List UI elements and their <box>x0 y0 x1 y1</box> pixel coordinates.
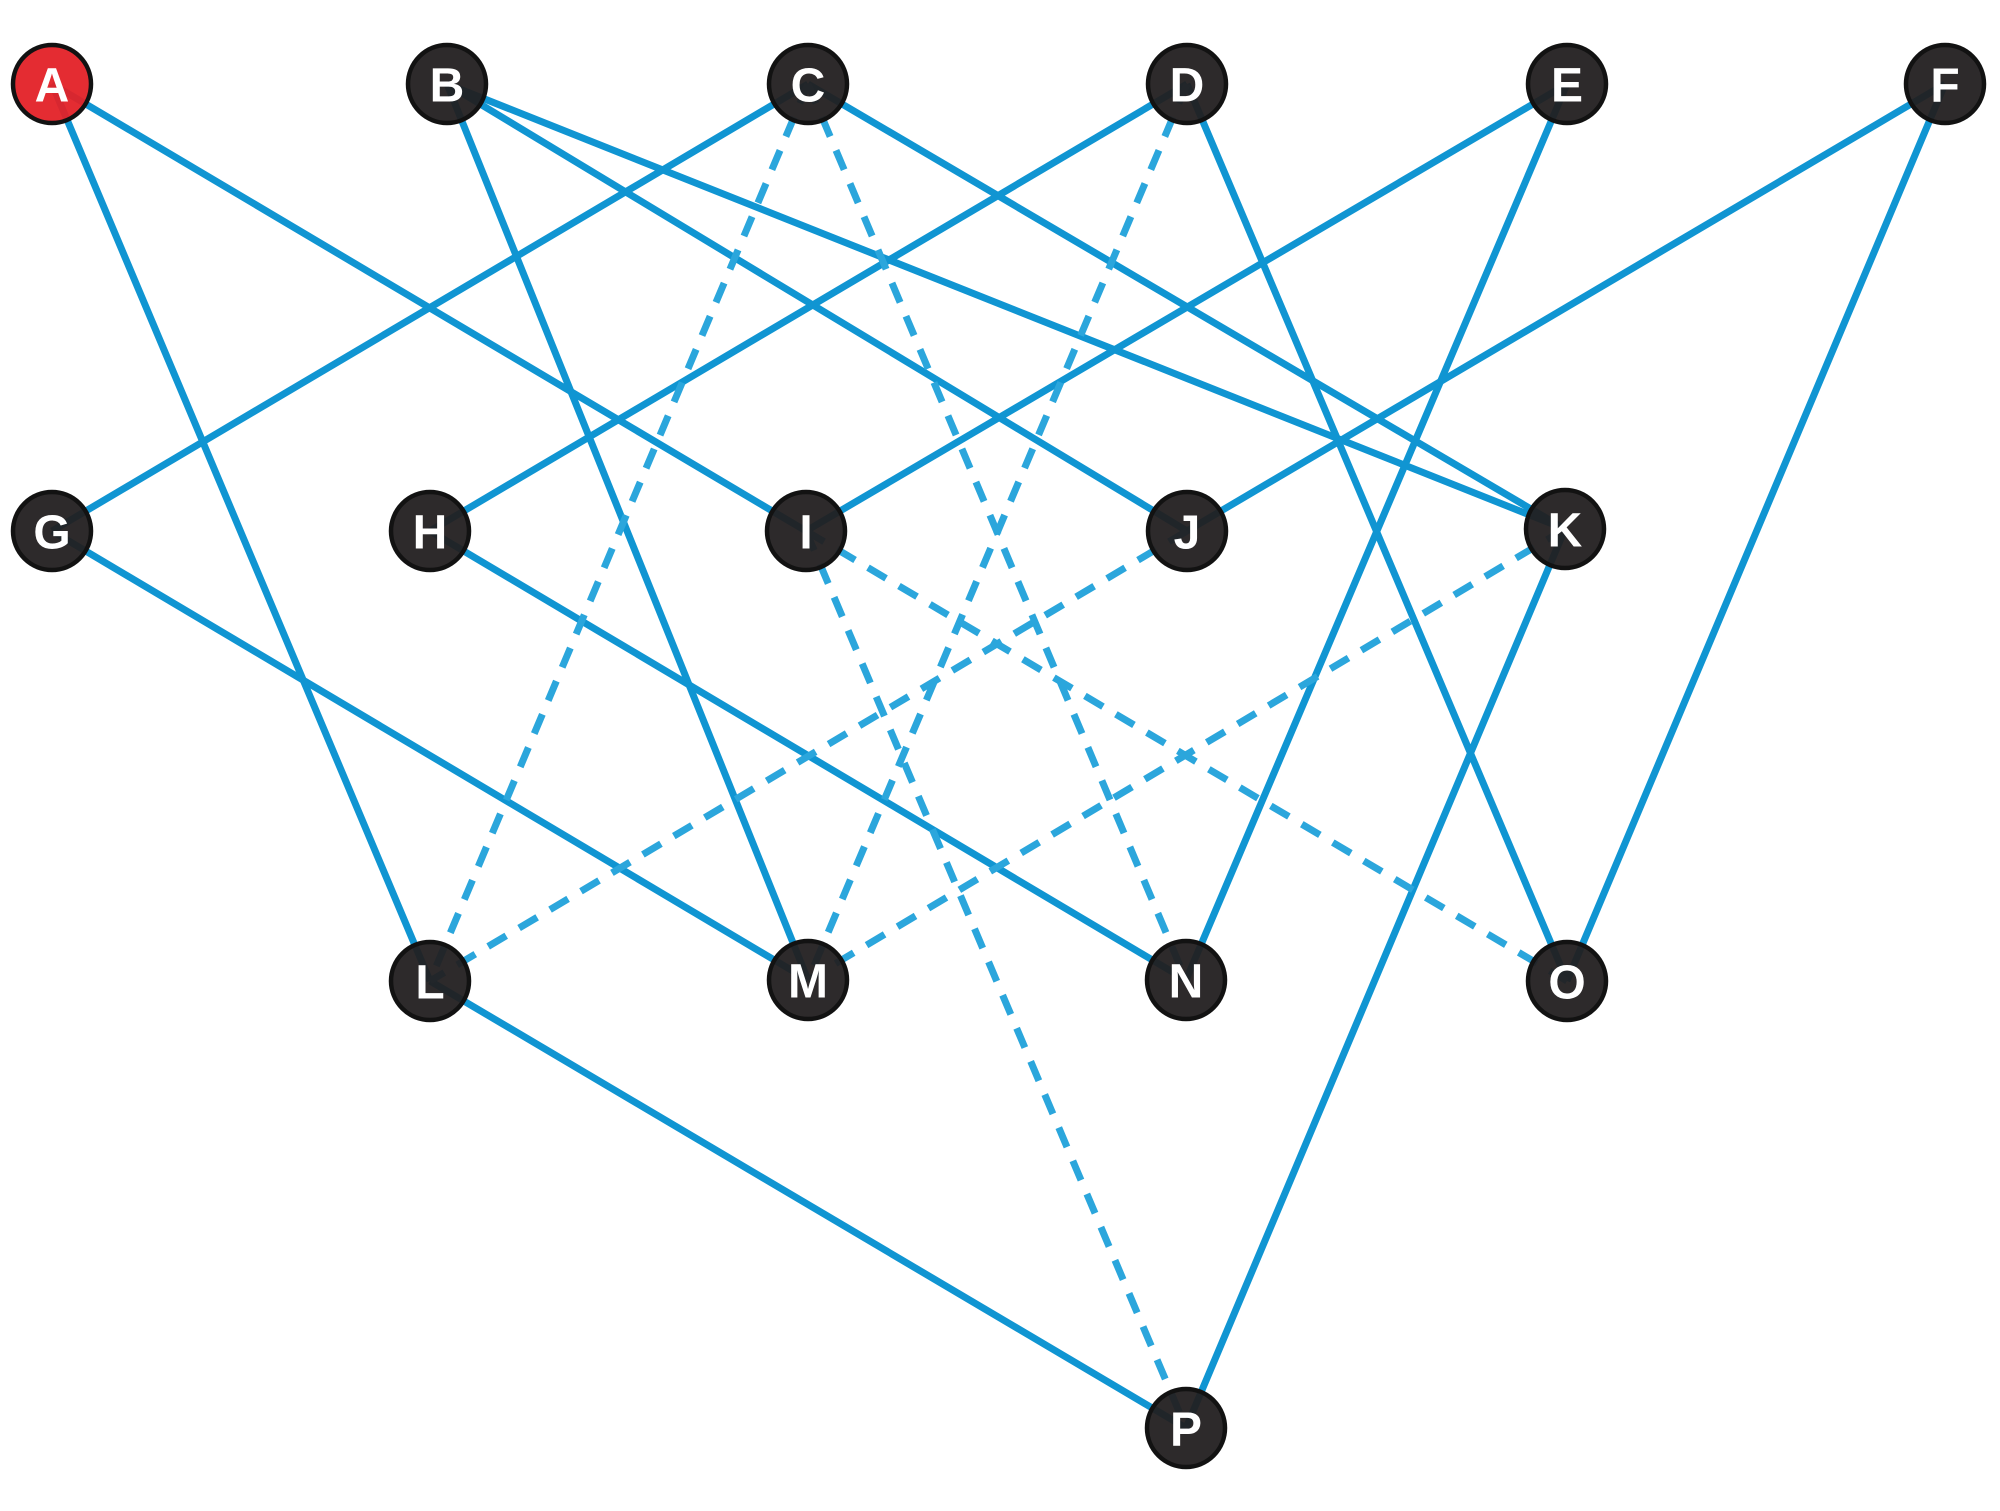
node-M[interactable]: M <box>766 938 850 1022</box>
node-circle-G[interactable] <box>10 489 94 573</box>
highlighted-node-circle-A[interactable] <box>10 42 94 126</box>
node-circle-O[interactable] <box>1525 939 1609 1023</box>
node-circle-H[interactable] <box>388 489 472 573</box>
node-C[interactable]: C <box>766 42 850 126</box>
node-circle-E[interactable] <box>1525 42 1609 126</box>
nodes-layer: A B C D E F G H I J K L M N O P <box>10 42 1987 1470</box>
node-circle-D[interactable] <box>1145 42 1229 126</box>
edge-F-J <box>1185 80 1947 535</box>
node-G[interactable]: G <box>10 489 94 573</box>
node-J[interactable]: J <box>1145 489 1229 573</box>
node-F[interactable]: F <box>1903 42 1987 126</box>
edge-C-L-dashed <box>426 82 812 983</box>
node-circle-B[interactable] <box>405 42 489 126</box>
edge-F-O <box>1563 82 1949 983</box>
node-D[interactable]: D <box>1145 42 1229 126</box>
node-N[interactable]: N <box>1144 938 1228 1022</box>
node-L[interactable]: L <box>388 939 472 1023</box>
edge-K-P <box>1182 527 1569 1430</box>
node-circle-L[interactable] <box>388 939 472 1023</box>
edge-E-I <box>804 80 1569 535</box>
edge-L-P <box>428 977 1188 1432</box>
edge-B-J <box>445 81 1189 534</box>
edge-I-P-dashed <box>802 529 1190 1430</box>
node-circle-P[interactable] <box>1144 1386 1228 1470</box>
node-E[interactable]: E <box>1525 42 1609 126</box>
node-circle-M[interactable] <box>766 938 850 1022</box>
edge-A-L <box>48 82 434 983</box>
edge-C-G <box>50 80 810 535</box>
edge-J-L-dashed <box>428 527 1189 985</box>
node-circle-C[interactable] <box>766 42 850 126</box>
node-circle-K[interactable] <box>1523 487 1607 571</box>
edge-D-H <box>428 80 1189 535</box>
node-P[interactable]: P <box>1144 1386 1228 1470</box>
node-circle-N[interactable] <box>1144 938 1228 1022</box>
node-B[interactable]: B <box>405 42 489 126</box>
node-H[interactable]: H <box>388 489 472 573</box>
node-O[interactable]: O <box>1525 939 1609 1023</box>
edge-B-K <box>445 80 1567 533</box>
node-A[interactable]: A <box>10 42 94 126</box>
edge-B-M <box>443 82 812 982</box>
edge-D-M-dashed <box>804 82 1191 982</box>
edges-layer <box>48 80 1949 1432</box>
node-circle-I[interactable] <box>764 489 848 573</box>
edge-K-M-dashed <box>806 525 1567 984</box>
node-circle-F[interactable] <box>1903 42 1987 126</box>
node-I[interactable]: I <box>764 489 848 573</box>
node-K[interactable]: K <box>1523 487 1607 571</box>
node-circle-J[interactable] <box>1145 489 1229 573</box>
edge-E-N <box>1182 82 1571 982</box>
edge-G-M <box>50 527 810 984</box>
